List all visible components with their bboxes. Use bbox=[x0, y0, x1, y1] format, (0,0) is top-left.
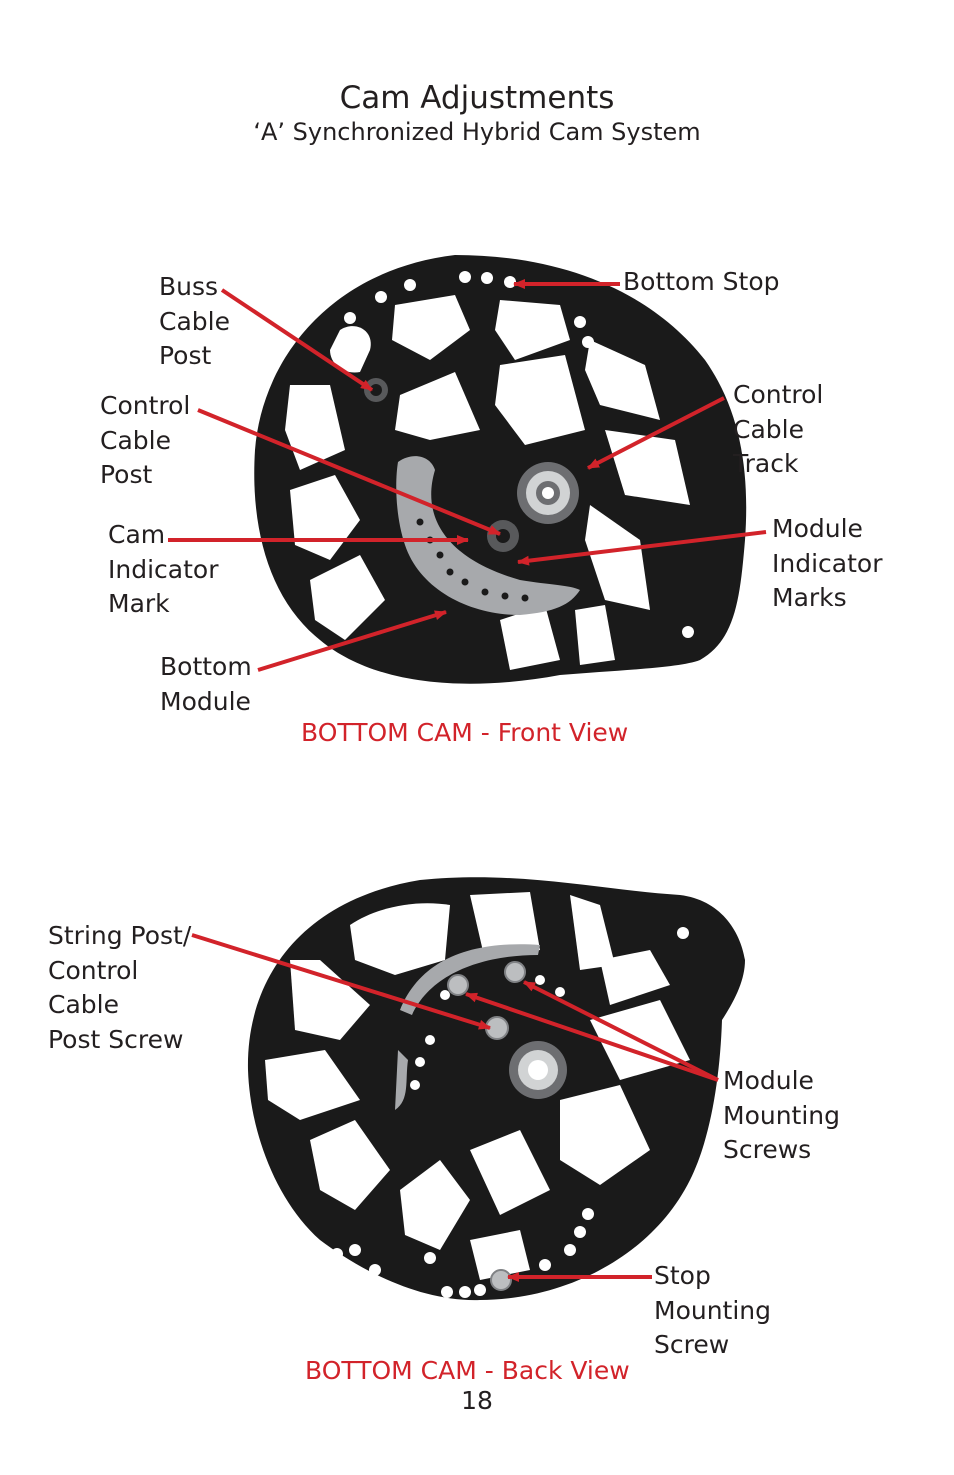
label-string-post-screw: String Post/ Control Cable Post Screw bbox=[48, 921, 192, 1054]
label-bottom-stop: Bottom Stop bbox=[623, 267, 780, 296]
arrow-control-cable-post bbox=[197, 408, 501, 536]
arrow-module-indicator-marks bbox=[517, 530, 767, 566]
page-number: 18 bbox=[461, 1386, 493, 1415]
arrow-control-cable-track bbox=[587, 396, 725, 470]
label-control-cable-track: Control Cable Track bbox=[733, 380, 824, 478]
arrow-buss-cable-post bbox=[220, 288, 374, 392]
page-subtitle: ‘A’ Synchronized Hybrid Cam System bbox=[253, 118, 701, 146]
label-module-indicator-marks: Module Indicator Marks bbox=[772, 514, 883, 612]
arrow-module-screw-right bbox=[523, 980, 719, 1082]
back-view-arrows bbox=[191, 933, 719, 1282]
label-bottom-module: Bottom Module bbox=[160, 652, 252, 716]
bottom-cam-back-image bbox=[247, 877, 746, 1301]
caption-back-view: BOTTOM CAM - Back View bbox=[305, 1356, 630, 1385]
label-buss-cable-post: Buss Cable Post bbox=[159, 272, 230, 370]
label-stop-mounting-screw: Stop Mounting Screw bbox=[654, 1261, 772, 1359]
bottom-cam-front-image bbox=[254, 255, 747, 684]
page-title: Cam Adjustments bbox=[339, 80, 615, 116]
front-view-arrows bbox=[168, 279, 767, 672]
arrow-module-screw-left bbox=[465, 992, 719, 1082]
label-module-mounting-screws: Module Mounting Screws bbox=[723, 1066, 841, 1164]
arrow-string-post-screw bbox=[191, 933, 491, 1030]
label-cam-indicator-mark: Cam Indicator Mark bbox=[108, 520, 219, 618]
arrow-bottom-module bbox=[257, 610, 447, 672]
label-control-cable-post: Control Cable Post bbox=[100, 391, 191, 489]
caption-front-view: BOTTOM CAM - Front View bbox=[301, 718, 629, 747]
